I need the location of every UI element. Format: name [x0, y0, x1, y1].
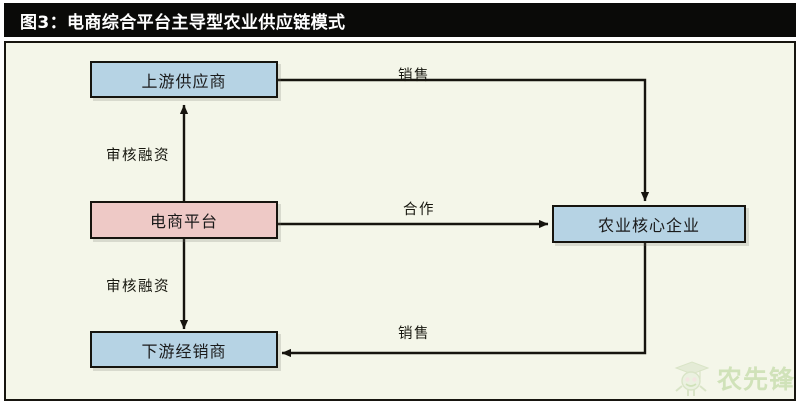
edge-label-core-to-downstream: 销售 — [398, 326, 430, 342]
node-downstream-distributor-label: 下游经销商 — [141, 341, 227, 361]
edge-label-platform-to-upstream: 审核融资 — [106, 148, 170, 164]
edge-upstream-to-core — [278, 78, 650, 202]
node-agriculture-core-enterprise[interactable]: 农业核心企业 — [552, 205, 746, 243]
connector-layer — [179, 78, 650, 358]
node-upstream-supplier[interactable]: 上游供应商 — [90, 61, 278, 98]
node-upstream-supplier-label: 上游供应商 — [141, 71, 227, 91]
node-ecommerce-platform[interactable]: 电商平台 — [90, 201, 278, 239]
figure-title-bar: 图3：电商综合平台主导型农业供应链模式 — [4, 3, 796, 37]
edge-core-to-downstream — [281, 243, 647, 358]
node-downstream-distributor[interactable]: 下游经销商 — [90, 331, 278, 368]
diagram-canvas: 上游供应商 电商平台 下游经销商 农业核心企业 审核融资 审核融资 销售 合作 … — [4, 41, 796, 401]
page-title: 图3：电商综合平台主导型农业供应链模式 — [20, 12, 346, 33]
edge-label-upstream-to-core: 销售 — [398, 68, 430, 84]
edge-label-platform-to-downstream: 审核融资 — [106, 279, 170, 295]
node-ecommerce-platform-label: 电商平台 — [149, 212, 218, 231]
edge-label-platform-to-core: 合作 — [403, 202, 435, 218]
node-agriculture-core-enterprise-label: 农业核心企业 — [597, 216, 700, 235]
